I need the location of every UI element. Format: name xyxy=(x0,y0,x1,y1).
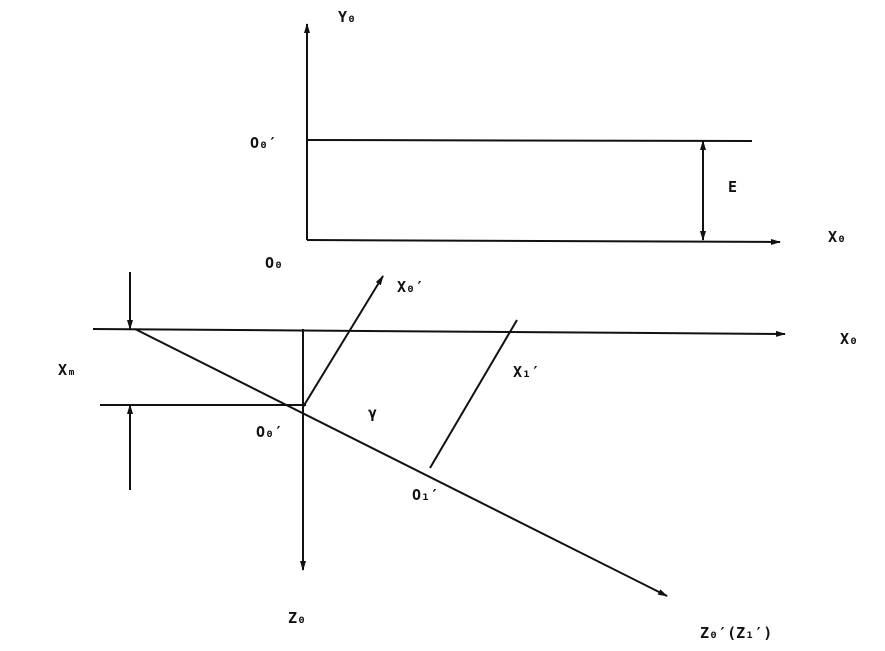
o0-label: O₀ xyxy=(265,254,283,272)
o0-prime-mid-label: O₀′ xyxy=(256,423,283,441)
z0-prime-axis xyxy=(134,328,668,597)
x0-axis-right xyxy=(92,328,786,337)
xm-label: Xₘ xyxy=(58,361,76,379)
y0-label: Y₀ xyxy=(338,8,356,26)
x0-prime-axis xyxy=(302,275,384,408)
o1-prime-label: O₁′ xyxy=(412,486,439,504)
o0-prime-top-label: O₀′ xyxy=(250,134,277,152)
x0-axis-top xyxy=(306,238,781,245)
x1-prime-label: X₁′ xyxy=(513,363,540,381)
z0-label: Z₀ xyxy=(288,609,306,627)
gamma-label: γ xyxy=(368,404,377,422)
x1-prime-axis xyxy=(429,319,518,469)
offset-line-top xyxy=(306,139,753,142)
x0-right-label: X₀ xyxy=(840,330,858,348)
z0-prime-z1-prime-label: Z₀′(Z₁′) xyxy=(700,624,772,642)
x0-prime-label: X₀′ xyxy=(397,278,424,296)
e-label: E xyxy=(728,178,737,196)
x0-top-label: X₀ xyxy=(828,228,846,246)
